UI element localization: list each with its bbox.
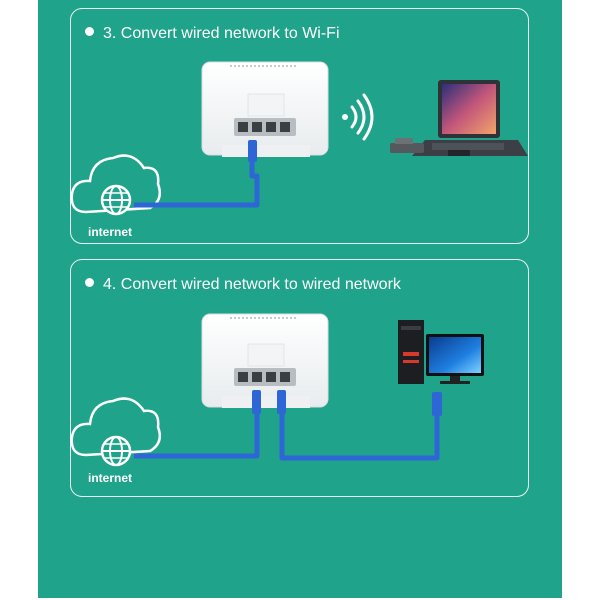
ethernet-cable-icon: [279, 410, 440, 461]
wifi-section-card: 3. Convert wired network to Wi-Fi intern…: [70, 8, 529, 244]
desktop-computer-icon: [398, 320, 484, 384]
ethernet-cable-icon: [134, 410, 260, 459]
ethernet-plug-icon: [252, 390, 261, 414]
bullet-icon: [85, 27, 94, 36]
ethernet-cable-icon: [134, 158, 260, 208]
ethernet-plug-icon: [432, 392, 442, 416]
ethernet-plug-icon: [277, 390, 286, 414]
ethernet-plug-icon: [248, 140, 257, 162]
wired-section-card: 4. Convert wired network to wired networ…: [70, 259, 529, 497]
router-icon: [201, 61, 329, 157]
wired-section-title: 4. Convert wired network to wired networ…: [85, 276, 401, 294]
cloud-globe-icon: [70, 397, 161, 467]
wifi-section-title: 3. Convert wired network to Wi-Fi: [85, 25, 340, 43]
cloud-globe-icon: [70, 154, 161, 216]
internet-label: internet: [88, 225, 133, 239]
wired-section-title-text: 4. Convert wired network to wired networ…: [103, 276, 401, 293]
internet-label: internet: [88, 471, 133, 485]
bullet-icon: [85, 278, 94, 287]
laptop-icon: [390, 80, 528, 156]
wifi-signal-icon: [342, 93, 374, 141]
wifi-section-title-text: 3. Convert wired network to Wi-Fi: [103, 25, 340, 42]
router-icon: [201, 313, 329, 408]
